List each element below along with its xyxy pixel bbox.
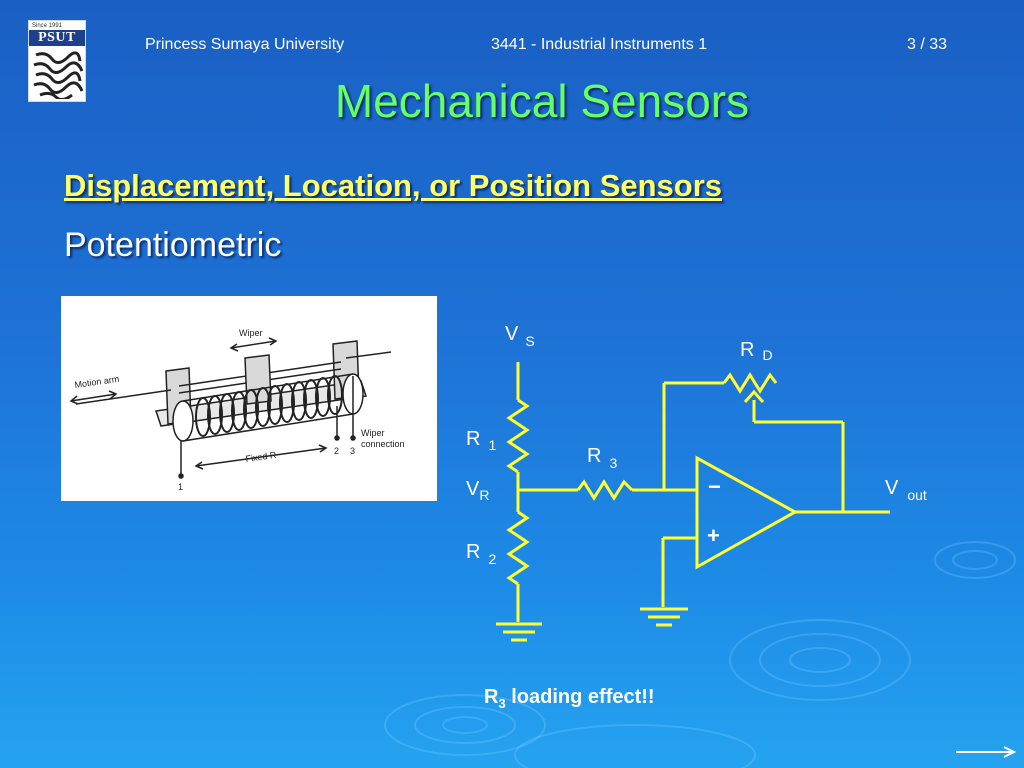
label-plus: + <box>707 523 720 548</box>
logo-psut-text: PSUT <box>29 30 85 46</box>
resistor-rd <box>722 372 778 394</box>
slide-body-text: Potentiometric <box>64 226 282 264</box>
resistor-r3 <box>576 479 634 501</box>
rd-wiper-arrow-icon <box>743 389 765 404</box>
caption-loading-effect: R3 loading effect!! <box>484 686 655 711</box>
potentiometer-illustration: Wiper Motion arm Wiper connection Fixed … <box>69 328 405 492</box>
photo-label-wiper: Wiper <box>239 328 263 338</box>
psut-logo: Since 1991 PSUT <box>28 20 86 102</box>
photo-label-pin-3: 3 <box>350 446 355 456</box>
photo-label-pin-2: 2 <box>334 446 339 456</box>
potentiometer-photo: Wiper Motion arm Wiper connection Fixed … <box>61 296 437 501</box>
logo-emblem-icon <box>32 49 84 99</box>
logo-since-text: Since 1991 <box>32 23 63 29</box>
label-minus: − <box>708 474 721 499</box>
photo-label-wiper-connection-2: connection <box>361 439 405 449</box>
photo-label-wiper-connection-1: Wiper <box>361 428 385 438</box>
next-slide-arrow-icon[interactable] <box>954 744 1018 760</box>
ground-symbol-1 <box>496 622 542 642</box>
ground-symbol-2 <box>640 607 688 627</box>
slide-title: Mechanical Sensors <box>334 75 750 127</box>
photo-label-motion-arm: Motion arm <box>74 374 120 390</box>
resistor-r1 <box>506 398 530 474</box>
header-page-number: 3 / 33 <box>907 36 948 53</box>
photo-label-fixed-r: Fixed R <box>245 450 278 464</box>
photo-label-pin-1: 1 <box>178 482 183 492</box>
header-university: Princess Sumaya University <box>145 36 345 53</box>
resistor-r2 <box>506 510 530 586</box>
op-amp-triangle <box>695 455 799 570</box>
slide-subtitle: Displacement, Location, or Position Sens… <box>64 168 723 203</box>
label-vr: VR <box>466 478 489 503</box>
header-course: 3441 - Industrial Instruments 1 <box>491 36 708 53</box>
